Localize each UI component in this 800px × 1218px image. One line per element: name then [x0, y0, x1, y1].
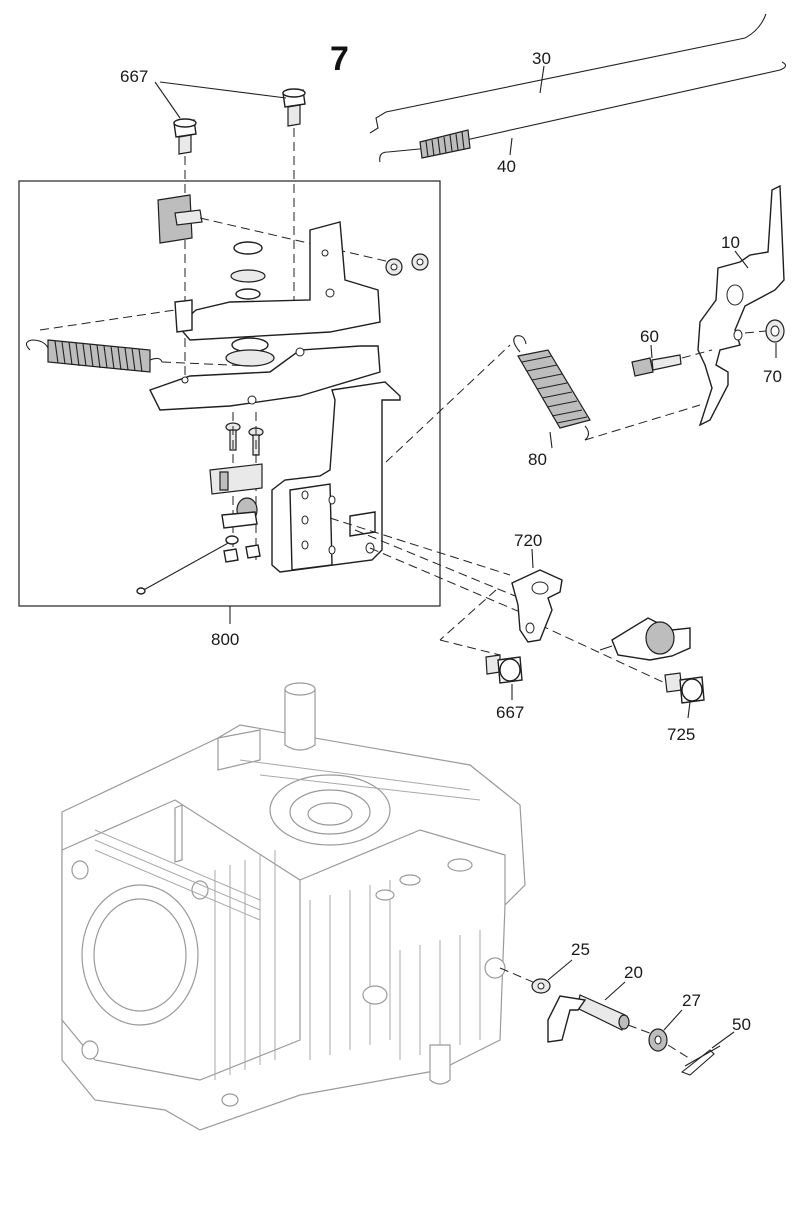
engine-crankcase-block [61, 682, 526, 1131]
governor-shaft-20 [547, 994, 630, 1043]
pin-50 [680, 1045, 721, 1076]
bolt-667-top-left [173, 118, 197, 155]
callout-30: 30 [532, 49, 551, 68]
nut-pair [385, 253, 429, 276]
clip-bracket [209, 463, 263, 495]
callout-40: 40 [497, 157, 516, 176]
bolt-667-mid [485, 654, 523, 684]
callout-80: 80 [528, 450, 547, 469]
bolt-725 [664, 672, 705, 704]
lower-control-plate [149, 345, 381, 411]
callout-50: 50 [732, 1015, 751, 1034]
callout-800: 800 [211, 630, 239, 649]
callout-60: 60 [640, 327, 659, 346]
callout-667-top: 667 [120, 67, 148, 86]
callout-10: 10 [721, 233, 740, 252]
bolt-60 [631, 354, 682, 377]
small-nuts [223, 544, 261, 563]
callout-667-mid: 667 [496, 703, 524, 722]
callout-27: 27 [682, 991, 701, 1010]
callout-720: 720 [514, 531, 542, 550]
choke-link [136, 535, 239, 595]
callout-725: 725 [667, 725, 695, 744]
diagram-number: 7 [330, 40, 349, 78]
callout-70: 70 [763, 367, 782, 386]
pivot-washers [225, 241, 275, 367]
screw-pair [225, 422, 264, 456]
pivot-grommet [221, 497, 258, 529]
extension-spring [25, 339, 163, 373]
callout-25: 25 [571, 940, 590, 959]
governor-spring-80 [513, 335, 591, 441]
washer-27 [648, 1028, 668, 1052]
governor-rod-30 [369, 13, 767, 134]
governor-lever-10 [697, 184, 785, 427]
throttle-link-40 [379, 61, 787, 163]
upper-control-plate [174, 221, 381, 341]
callout-20: 20 [624, 963, 643, 982]
bolt-667-top-right [282, 88, 306, 127]
washer-25 [531, 978, 551, 994]
nut-70 [765, 319, 785, 343]
choke-bracket-720 [511, 569, 563, 643]
mounting-block [157, 194, 203, 244]
choke-fitting [599, 617, 691, 661]
mounting-bracket [271, 381, 401, 573]
